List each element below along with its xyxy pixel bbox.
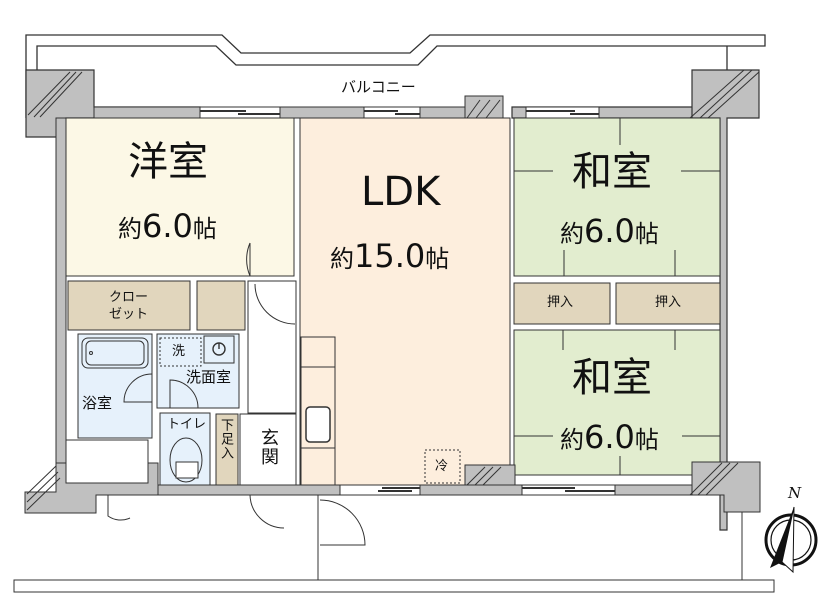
- japanese-room-1-name: 和室: [572, 149, 652, 195]
- western-room-name: 洋室: [128, 139, 208, 185]
- closet-label-line1: クロー: [109, 290, 149, 305]
- oshiire-2-label: 押入: [655, 295, 682, 310]
- column-top-center: [464, 95, 504, 119]
- ldk-room-area: 約15.0帖: [330, 237, 450, 275]
- fridge-space: [424, 449, 461, 484]
- toilet-label: トイレ: [167, 417, 207, 432]
- washer-label: 洗: [172, 344, 186, 359]
- genkan: [239, 413, 297, 486]
- western-room-area: 約6.0帖: [118, 207, 217, 245]
- window-top: [199, 106, 600, 119]
- column-top-left: [25, 69, 201, 138]
- oshiire-2: [615, 282, 721, 325]
- washroom: [156, 333, 240, 409]
- compass-north-label: N: [788, 484, 802, 502]
- corridor: [247, 280, 297, 414]
- japanese-room-2-name: 和室: [572, 355, 652, 401]
- room-japanese-2: [513, 329, 721, 476]
- genkan-label: 玄関: [258, 428, 279, 466]
- room-western: [65, 117, 295, 277]
- japanese-room-2-area: 約6.0帖: [560, 418, 659, 456]
- washroom-label: 洗面室: [186, 368, 232, 386]
- closet: [67, 280, 191, 331]
- storage-small: [196, 280, 246, 331]
- balcony-railing: [25, 34, 766, 118]
- oshiire-1-label: 押入: [547, 295, 574, 310]
- closet-label-line2: ゼット: [109, 307, 149, 322]
- oshiire-1: [513, 282, 611, 325]
- japanese-room-1-area: 約6.0帖: [560, 212, 659, 250]
- room-japanese-1: [513, 117, 721, 277]
- bathroom-label: 浴室: [82, 394, 113, 412]
- compass-icon: [764, 506, 818, 574]
- shoe-cabinet-label: 下足入: [218, 418, 233, 460]
- balcony-label: バルコニー: [341, 78, 416, 96]
- ldk-room-name: LDK: [361, 169, 441, 215]
- fridge-label: 冷: [435, 459, 449, 474]
